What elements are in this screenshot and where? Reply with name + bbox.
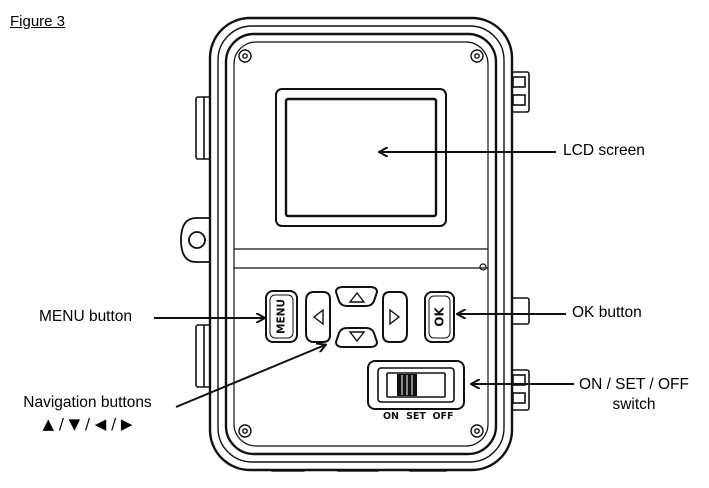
- figure-title: Figure 3: [10, 13, 66, 30]
- navigation-buttons-label: Navigation buttons ▲ / ▼ / ◀ / ▶: [10, 393, 165, 434]
- switch-label-on: ON: [383, 411, 399, 422]
- power-mode-switch[interactable]: [367, 360, 465, 410]
- camera-body-outer: [208, 16, 514, 472]
- switch-label-line2: switch: [612, 396, 656, 413]
- nav-button-up[interactable]: [334, 286, 379, 307]
- indicator-led-icon: [479, 263, 487, 271]
- nav-button-right[interactable]: [382, 291, 408, 343]
- left-arrow-icon: [312, 308, 324, 326]
- switch-label-set: SET: [406, 411, 426, 422]
- down-arrow-icon: [348, 331, 366, 343]
- ok-button[interactable]: OK: [424, 291, 455, 343]
- switch-label: ON / SET / OFF switch: [570, 375, 698, 415]
- right-latch-clips: [508, 71, 530, 411]
- right-arrow-icon: [389, 308, 401, 326]
- nav-button-left[interactable]: [305, 291, 331, 343]
- switch-position-labels: ON SET OFF: [383, 411, 454, 422]
- ok-button-text: OK: [433, 307, 447, 327]
- camera-body-rim: [217, 25, 505, 463]
- switch-slider-knob[interactable]: [397, 374, 417, 396]
- switch-label-off: OFF: [432, 411, 453, 422]
- nav-button-down[interactable]: [334, 327, 379, 348]
- lcd-screen-label: LCD screen: [563, 142, 645, 159]
- mounting-tab: [180, 217, 212, 263]
- navigation-buttons-arrow: [175, 345, 325, 408]
- ok-button-label: OK button: [572, 304, 642, 321]
- navigation-buttons-label-line1: Navigation buttons: [23, 394, 152, 411]
- menu-button-text: MENU: [276, 299, 288, 334]
- front-panel: [233, 41, 489, 447]
- up-arrow-icon: [348, 291, 366, 303]
- switch-label-line1: ON / SET / OFF: [579, 376, 689, 393]
- menu-button[interactable]: MENU: [265, 290, 298, 343]
- lcd-screen: [275, 88, 447, 227]
- callout-arrows: [154, 152, 574, 408]
- left-hinge-clips: [195, 96, 213, 388]
- menu-button-label: MENU button: [39, 308, 133, 325]
- navigation-buttons-label-line2: ▲ / ▼ / ◀ / ▶: [42, 415, 133, 433]
- camera-body-inner: [224, 32, 498, 456]
- corner-screws: [238, 49, 484, 438]
